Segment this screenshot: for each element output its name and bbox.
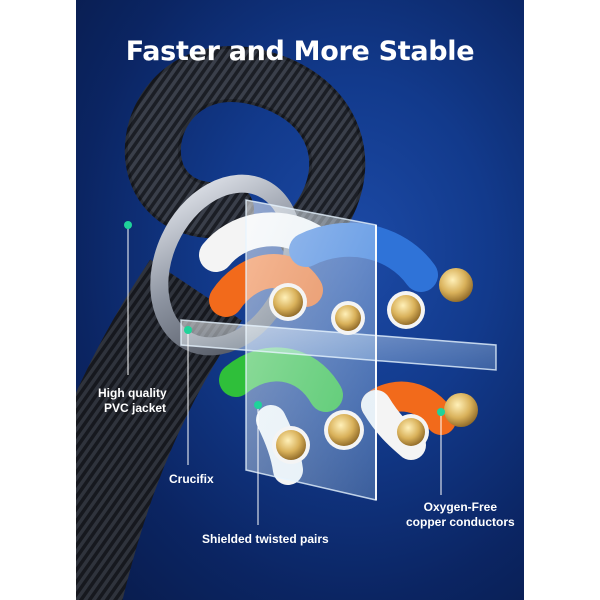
callout-dot-shielded — [254, 401, 262, 409]
cable-illustration — [76, 46, 497, 600]
label-line: copper conductors — [406, 515, 515, 529]
copper-conductors — [269, 268, 478, 464]
label-line: PVC jacket — [104, 401, 167, 415]
product-panel: Faster and More Stable High quality PVC … — [76, 0, 524, 600]
callouts — [124, 221, 445, 525]
callout-dot-jacket — [124, 221, 132, 229]
copper-bundle — [324, 410, 364, 450]
callout-dot-crucifix — [184, 326, 192, 334]
label-copper-conductors: Oxygen-Free copper conductors — [406, 500, 515, 530]
label-crucifix: Crucifix — [169, 472, 214, 486]
callout-dot-copper — [437, 408, 445, 416]
braided-cable-loop — [124, 46, 366, 263]
page-title: Faster and More Stable — [125, 36, 475, 67]
copper-bundle — [393, 414, 429, 450]
copper-bundle — [439, 268, 473, 302]
copper-bundle — [269, 283, 307, 321]
label-pvc-jacket: High quality PVC jacket — [98, 386, 167, 416]
copper-bundle — [387, 291, 425, 329]
copper-bundle — [272, 426, 310, 464]
label-shielded-twisted-pairs: Shielded twisted pairs — [202, 532, 329, 546]
copper-bundle — [444, 393, 478, 427]
label-line: Oxygen-Free — [423, 500, 498, 514]
copper-bundle — [331, 301, 365, 335]
label-line: High quality — [98, 386, 167, 400]
